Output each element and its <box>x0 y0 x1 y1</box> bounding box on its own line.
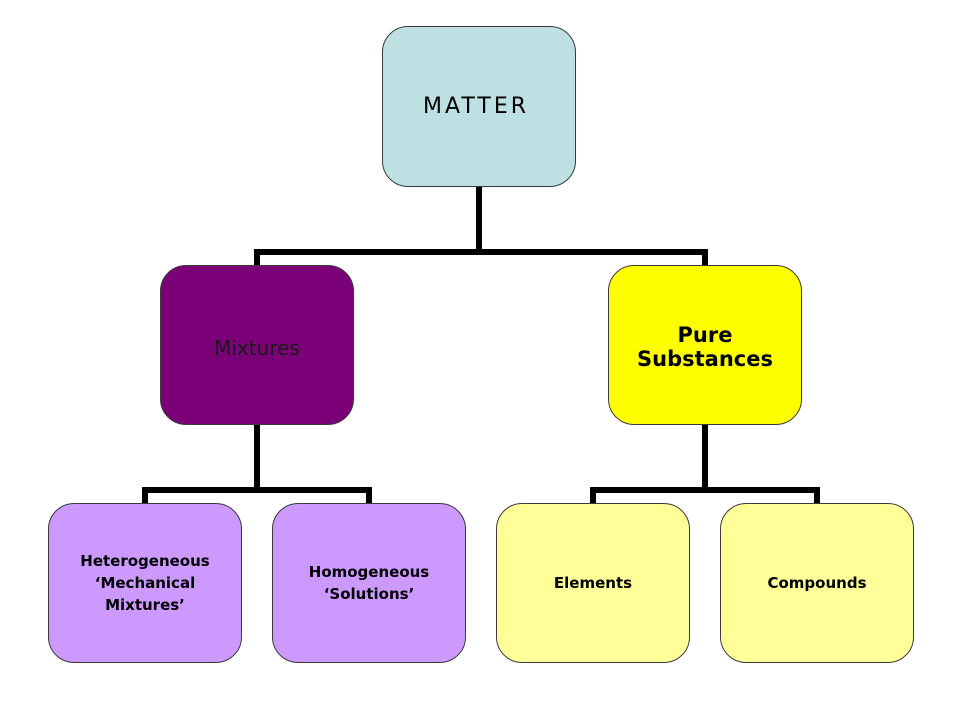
node-compounds: Compounds <box>720 503 914 663</box>
node-matter-label: MATTER <box>423 94 529 119</box>
node-matter: MATTER <box>382 26 576 187</box>
node-pure-substances: Pure Substances <box>608 265 802 425</box>
node-homogeneous-label: Homogeneous ‘Solutions’ <box>308 563 430 603</box>
connector-pure-substances <box>590 423 820 506</box>
node-mixtures-label: Mixtures <box>214 336 300 360</box>
node-compounds-label: Compounds <box>767 574 867 592</box>
node-homogeneous: Homogeneous ‘Solutions’ <box>272 503 466 663</box>
connector-mixtures <box>142 423 372 506</box>
node-elements-label: Elements <box>553 574 633 592</box>
connector-root <box>254 185 708 268</box>
node-mixtures: Mixtures <box>160 265 354 425</box>
node-pure-substances-label: Pure Substances <box>637 323 773 371</box>
node-heterogeneous-label: Heterogeneous ‘Mechanical Mixtures’ <box>80 552 210 614</box>
node-elements: Elements <box>496 503 690 663</box>
node-heterogeneous: Heterogeneous ‘Mechanical Mixtures’ <box>48 503 242 663</box>
